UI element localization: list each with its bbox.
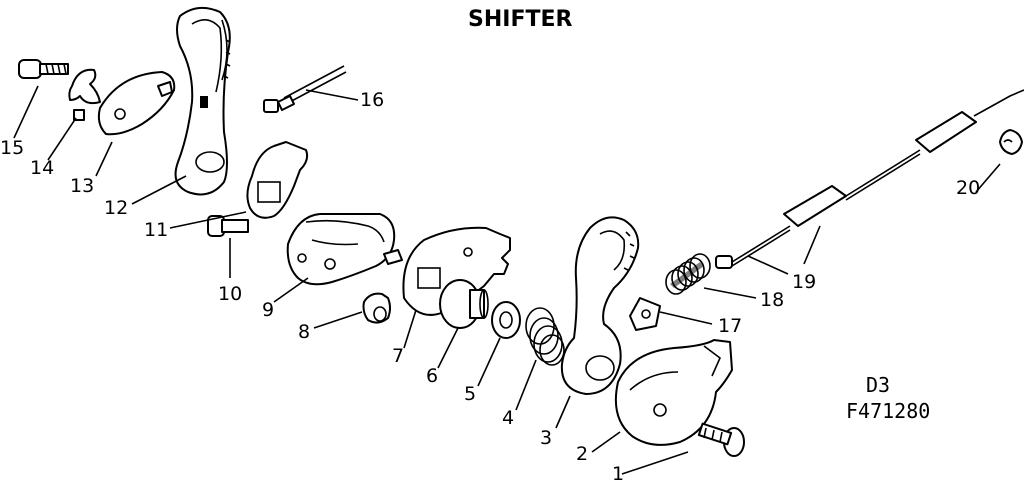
part-16-cable-end — [263, 65, 347, 113]
leader-15 — [13, 85, 39, 139]
leader-9 — [273, 277, 309, 303]
part-6-spool — [439, 279, 489, 329]
leader-3 — [555, 395, 571, 429]
label-6: 6 — [426, 365, 438, 387]
label-2: 2 — [576, 443, 588, 465]
leader-14 — [47, 117, 77, 161]
label-13: 13 — [70, 175, 94, 197]
leader-12 — [131, 175, 187, 205]
part-8-bushing — [362, 292, 391, 324]
label-16: 16 — [360, 89, 384, 111]
label-19: 19 — [792, 271, 816, 293]
leader-6 — [437, 327, 459, 369]
leader-7 — [403, 309, 417, 349]
leader-4 — [515, 359, 537, 411]
label-8: 8 — [298, 321, 310, 343]
part-18-spring — [665, 253, 711, 295]
label-17: 17 — [718, 315, 742, 337]
part-15-screw — [18, 59, 69, 79]
part-17-clip — [629, 297, 661, 331]
part-12-lever-handle — [174, 6, 231, 196]
diagram-code-d3: D3 — [866, 373, 890, 397]
label-20: 20 — [956, 177, 980, 199]
part-5-washer — [491, 301, 521, 339]
label-14: 14 — [30, 157, 54, 179]
label-7: 7 — [392, 345, 404, 367]
leader-20 — [975, 163, 1001, 193]
diagram-code-f471280: F471280 — [846, 399, 930, 423]
part-labels: 1 2 3 4 5 6 7 8 9 10 11 12 13 14 15 16 1… — [0, 89, 980, 482]
leader-13 — [95, 141, 113, 177]
leader-19a — [747, 255, 789, 275]
diagram-title: SHIFTER — [468, 7, 573, 32]
leader-18 — [703, 287, 757, 299]
part-4-spring — [525, 307, 565, 366]
leader-11 — [169, 211, 247, 229]
label-1: 1 — [612, 463, 624, 482]
part-2-cover — [614, 339, 733, 446]
part-13-cam-plate — [97, 71, 176, 136]
part-19-cable-assembly — [715, 89, 1024, 269]
leader-1 — [621, 451, 689, 475]
label-10: 10 — [218, 283, 242, 305]
part-10-bolt — [207, 215, 249, 237]
label-9: 9 — [262, 299, 274, 321]
label-3: 3 — [540, 427, 552, 449]
leader-17 — [659, 311, 713, 325]
label-12: 12 — [104, 197, 128, 219]
label-4: 4 — [502, 407, 514, 429]
label-18: 18 — [760, 289, 784, 311]
label-15: 15 — [0, 137, 24, 159]
leader-5 — [477, 337, 501, 387]
part-3-lever-arm — [560, 216, 640, 395]
label-5: 5 — [464, 383, 476, 405]
part-11-detent-plate — [246, 141, 309, 219]
part-7-gear-plate — [402, 226, 511, 316]
part-1-screw — [697, 422, 745, 457]
part-20-e-clip — [999, 129, 1023, 155]
part-14-wing-nut — [68, 68, 101, 121]
leader-2 — [591, 431, 621, 453]
label-11: 11 — [144, 219, 168, 241]
leader-8 — [313, 311, 363, 329]
leader-lines — [13, 85, 1001, 475]
leader-19b — [803, 225, 821, 265]
leader-16 — [305, 89, 359, 101]
part-9-clamp-bracket — [286, 213, 403, 286]
